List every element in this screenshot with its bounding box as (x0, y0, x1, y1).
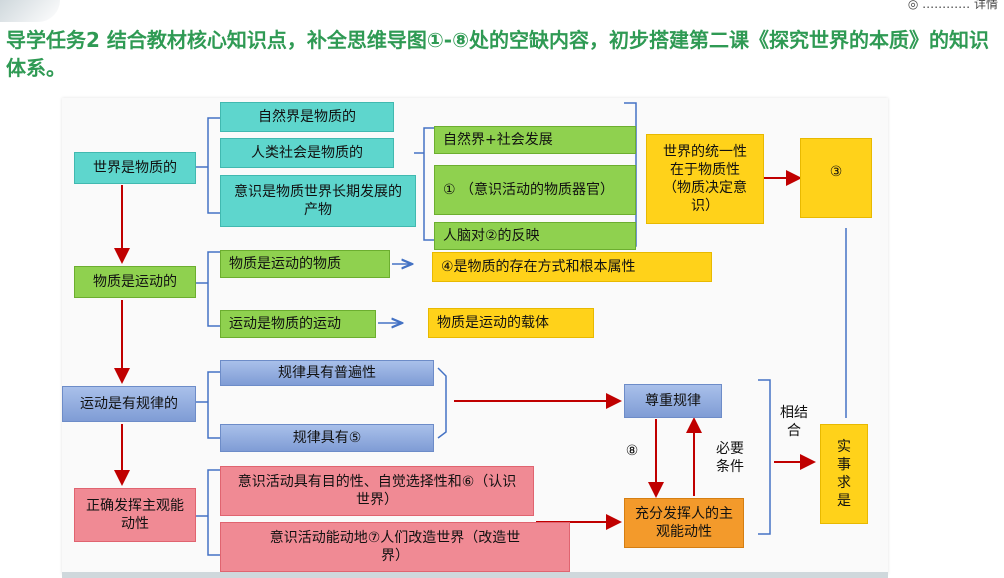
node-nature-material: 自然界是物质的 (220, 102, 394, 132)
node-full-initiative: 充分发挥人的主观能动性 (624, 498, 744, 548)
node-matter-of-motion: 物质是运动的物质 (220, 250, 390, 278)
node-nature-society-dev: 自然界+社会发展 (434, 126, 636, 154)
bottom-strip (62, 572, 888, 578)
node-world-material: 世界是物质的 (74, 152, 196, 184)
node-respect-laws: 尊重规律 (624, 384, 722, 418)
red-arrows (454, 170, 816, 530)
label-blank-8: ⑧ (625, 443, 639, 459)
node-laws-universal: 规律具有普遍性 (220, 360, 434, 386)
node-blank-1: ① （意识活动的物质器官） (434, 165, 636, 215)
node-carrier: 物质是运动的载体 (428, 308, 594, 338)
top-bar (0, 0, 1004, 14)
node-brain-reflection: 人脑对②的反映 (434, 222, 636, 250)
node-truth: 实事求是 (820, 424, 868, 524)
node-motion-laws: 运动是有规律的 (62, 386, 196, 422)
blue-arrows (378, 264, 412, 323)
node-consciousness-product: 意识是物质世界长期发展的产物 (220, 175, 416, 227)
brackets (196, 102, 847, 556)
label-combine: 相结合 (780, 405, 808, 439)
corner-decoration (0, 0, 60, 22)
node-motion-of-matter: 运动是物质的运动 (220, 310, 376, 338)
node-active-change: 意识活动能动地⑦人们改造世界（改造世界） (220, 522, 570, 572)
top-fragment: ◎ ………… 详情 (907, 0, 998, 11)
node-matter-moving: 物质是运动的 (74, 266, 196, 298)
label-necessary-condition: 必要条件 (716, 441, 744, 475)
node-society-material: 人类社会是物质的 (220, 138, 394, 168)
node-laws-blank-5: 规律具有⑤ (220, 424, 434, 452)
page-title: 导学任务2 结合教材核心知识点，补全思维导图①-⑧处的空缺内容，初步搭建第二课《… (6, 28, 990, 80)
node-purposeful: 意识活动具有目的性、自觉选择性和⑥（认识世界） (220, 466, 534, 516)
node-unity: 世界的统一性在于物质性（物质决定意识） (646, 134, 764, 224)
node-blank-4: ④是物质的存在方式和根本属性 (432, 252, 712, 282)
node-exert-initiative: 正确发挥主观能动性 (74, 488, 196, 542)
node-blank-3: ③ (800, 138, 872, 218)
